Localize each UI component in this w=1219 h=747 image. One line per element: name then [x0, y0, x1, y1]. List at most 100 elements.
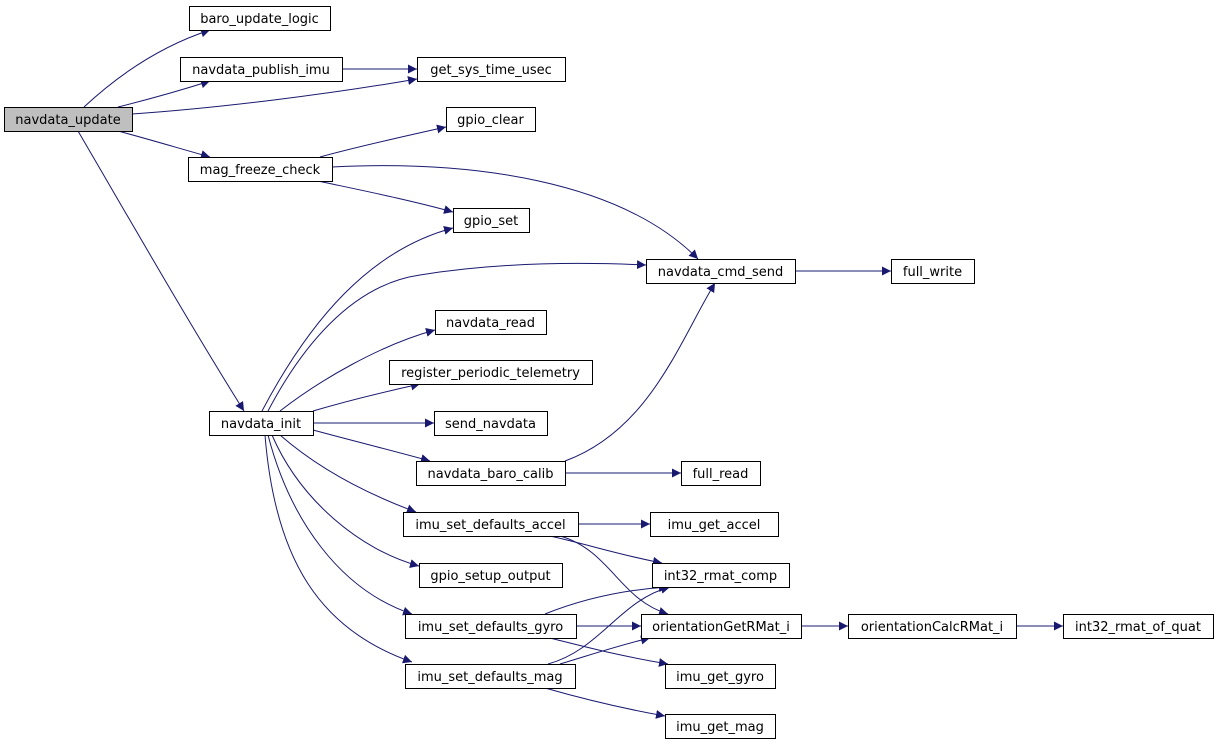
- node-imu-set-defaults-gyro[interactable]: imu_set_defaults_gyro: [405, 614, 577, 639]
- node-imu-get-gyro[interactable]: imu_get_gyro: [665, 664, 776, 689]
- edges-layer: [77, 28, 1063, 719]
- node-label: send_navdata: [445, 417, 536, 432]
- edge-arrow: [279, 434, 417, 514]
- node-label: imu_get_accel: [668, 518, 761, 533]
- node-imu-set-defaults-accel[interactable]: imu_set_defaults_accel: [403, 512, 579, 537]
- edge-mag-freeze-check-to-navdata-cmd-send: [331, 165, 699, 260]
- node-label: navdata_update: [15, 113, 121, 128]
- node-box: [419, 563, 563, 588]
- edge-navdata-update-to-get-sys-time-usec: [131, 76, 418, 115]
- edge-arrow: [77, 130, 245, 412]
- node-navdata-baro-calib[interactable]: navdata_baro_calib: [416, 461, 566, 486]
- node-gpio-clear[interactable]: gpio_clear: [446, 107, 536, 132]
- edge-arrow: [83, 28, 211, 108]
- edge-arrow: [559, 535, 669, 616]
- edge-arrow: [131, 76, 418, 115]
- node-mag-freeze-check[interactable]: mag_freeze_check: [188, 157, 333, 182]
- edge-arrow: [549, 535, 663, 566]
- edge-arrow: [271, 434, 420, 568]
- node-gpio-set[interactable]: gpio_set: [453, 208, 530, 233]
- edge-arrow: [319, 124, 447, 158]
- edge-arrow: [549, 637, 669, 667]
- node-orientation-get-rmat-i[interactable]: orientationGetRMat_i: [641, 614, 802, 639]
- node-register-periodic-telemetry[interactable]: register_periodic_telemetry: [389, 360, 593, 385]
- node-get-sys-time-usec[interactable]: get_sys_time_usec: [417, 57, 566, 82]
- edge-navdata-init-to-register-periodic-telemetry: [312, 381, 421, 412]
- node-label: imu_get_mag: [676, 720, 764, 735]
- node-box: [405, 664, 576, 689]
- edge-arrow: [117, 79, 211, 108]
- node-label: gpio_set: [464, 214, 518, 229]
- edge-arrow: [564, 282, 716, 462]
- node-navdata-cmd-send[interactable]: navdata_cmd_send: [646, 259, 796, 284]
- node-send-navdata[interactable]: send_navdata: [434, 411, 548, 436]
- node-box: [446, 107, 536, 132]
- node-baro-update-logic[interactable]: baro_update_logic: [189, 6, 331, 31]
- edge-navdata-update-to-baro-update-logic: [83, 28, 211, 108]
- edge-navdata-init-to-imu-set-defaults-gyro: [267, 434, 413, 616]
- node-box: [405, 614, 577, 639]
- node-label: navdata_publish_imu: [192, 63, 330, 78]
- edge-imu-set-defaults-mag-to-imu-get-mag: [544, 687, 666, 719]
- edge-navdata-init-to-gpio-set: [261, 225, 454, 412]
- node-full-read[interactable]: full_read: [681, 461, 761, 486]
- node-navdata-init[interactable]: navdata_init: [209, 411, 314, 436]
- node-label: full_write: [903, 265, 962, 280]
- edge-arrow: [547, 584, 671, 665]
- edge-imu-set-defaults-gyro-to-int32-rmat-comp: [544, 583, 669, 615]
- node-box: [435, 310, 547, 335]
- edge-arrow: [544, 583, 669, 615]
- node-label: baro_update_logic: [200, 12, 319, 27]
- edge-navdata-init-to-gpio-setup-output: [271, 434, 420, 568]
- node-box: [453, 208, 530, 233]
- edge-arrow: [267, 434, 413, 616]
- edge-navdata-init-to-navdata-baro-calib: [312, 429, 431, 463]
- node-int32-rmat-of-quat[interactable]: int32_rmat_of_quat: [1063, 614, 1214, 639]
- node-label: imu_set_defaults_mag: [417, 670, 562, 685]
- node-int32-rmat-comp[interactable]: int32_rmat_comp: [652, 563, 790, 588]
- nodes-layer: navdata_update baro_update_logic navdata_p…: [4, 6, 1214, 739]
- node-navdata-publish-imu[interactable]: navdata_publish_imu: [180, 57, 343, 82]
- node-label: navdata_cmd_send: [658, 265, 784, 280]
- node-label: orientationGetRMat_i: [652, 620, 790, 635]
- edge-arrow: [331, 165, 699, 260]
- edge-arrow: [279, 328, 436, 412]
- edge-arrow: [264, 434, 413, 664]
- node-label: imu_set_defaults_accel: [415, 518, 565, 533]
- edge-navdata-init-to-navdata-read: [279, 328, 436, 412]
- node-label: get_sys_time_usec: [430, 63, 552, 78]
- node-box: [652, 563, 790, 588]
- edge-imu-set-defaults-gyro-to-imu-get-gyro: [549, 637, 669, 667]
- node-gpio-setup-output[interactable]: gpio_setup_output: [419, 563, 563, 588]
- node-box: [403, 512, 579, 537]
- edge-arrow: [117, 130, 211, 159]
- node-label: int32_rmat_of_quat: [1075, 620, 1201, 635]
- edge-arrow: [317, 180, 454, 214]
- node-box: [189, 6, 331, 31]
- node-navdata-update[interactable]: navdata_update: [4, 107, 133, 132]
- node-box: [4, 107, 133, 132]
- node-imu-get-accel[interactable]: imu_get_accel: [650, 512, 779, 537]
- node-label: navdata_read: [446, 316, 535, 331]
- edge-mag-freeze-check-to-gpio-set: [317, 180, 454, 214]
- edge-navdata-update-to-navdata-publish-imu: [117, 79, 211, 108]
- node-label: full_read: [693, 467, 749, 482]
- node-navdata-read[interactable]: navdata_read: [435, 310, 547, 335]
- node-box: [416, 461, 566, 486]
- edge-imu-set-defaults-mag-to-orientation-get-rmat-i: [559, 635, 651, 665]
- edge-navdata-init-to-imu-set-defaults-mag: [264, 434, 413, 664]
- node-full-write[interactable]: full_write: [891, 259, 975, 284]
- node-box: [650, 512, 779, 537]
- node-box: [417, 57, 566, 82]
- node-imu-set-defaults-mag[interactable]: imu_set_defaults_mag: [405, 664, 576, 689]
- edge-mag-freeze-check-to-gpio-clear: [319, 124, 447, 158]
- node-orientation-calc-rmat-i[interactable]: orientationCalcRMat_i: [848, 614, 1017, 639]
- node-box: [434, 411, 548, 436]
- node-imu-get-mag[interactable]: imu_get_mag: [665, 714, 776, 739]
- edge-arrow: [267, 260, 647, 412]
- node-box: [209, 411, 314, 436]
- node-label: gpio_setup_output: [430, 569, 550, 584]
- edge-navdata-update-to-mag-freeze-check: [117, 130, 211, 159]
- node-label: gpio_clear: [457, 113, 524, 128]
